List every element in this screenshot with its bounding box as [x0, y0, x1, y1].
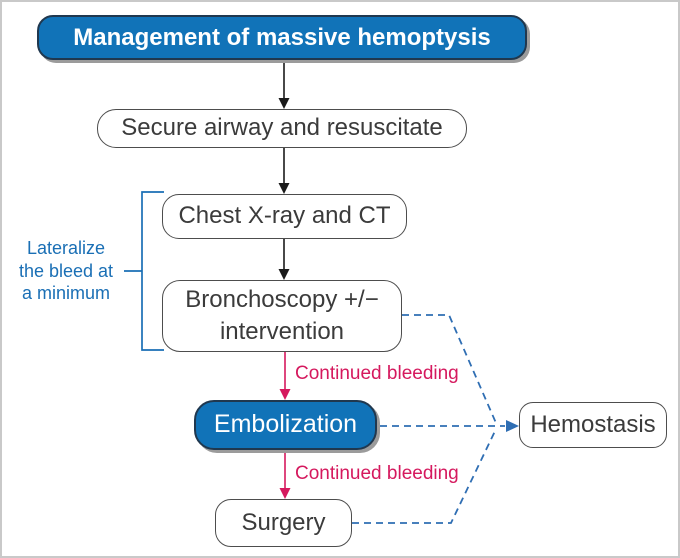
node-secure-airway-label: Secure airway and resuscitate [121, 114, 443, 142]
node-secure-airway: Secure airway and resuscitate [97, 109, 467, 148]
dashed-arrowhead [506, 420, 519, 432]
lateralize-note: Lateralize the bleed at a minimum [18, 238, 114, 303]
arrow-chest-to-bronchoscopy [278, 239, 290, 280]
node-surgery: Surgery [215, 499, 352, 547]
continued-bleeding-label-2: Continued bleeding [295, 463, 459, 484]
dashed-link-surgery-to-hemostasis [352, 428, 497, 524]
arrow-embolization-to-surgery [279, 450, 291, 499]
node-chest-xray-ct-label: Chest X-ray and CT [178, 202, 391, 230]
node-embolization-label: Embolization [213, 410, 358, 439]
arrow-secure-to-chest-xray [278, 148, 290, 194]
title-banner: Management of massive hemoptysis [37, 15, 527, 60]
node-hemostasis: Hemostasis [519, 402, 667, 448]
node-chest-xray-ct: Chest X-ray and CT [162, 194, 407, 239]
dashed-link-bronchoscopy-to-hemostasis [402, 314, 497, 424]
node-hemostasis-label: Hemostasis [530, 410, 656, 438]
node-bronchoscopy: Bronchoscopy +/− intervention [162, 280, 402, 352]
dashed-link-embolization-to-hemostasis [380, 420, 519, 432]
title-text: Management of massive hemoptysis [73, 23, 491, 51]
lateralize-bracket [124, 191, 164, 351]
node-bronchoscopy-label: Bronchoscopy +/− intervention [185, 286, 379, 345]
node-surgery-label: Surgery [241, 508, 326, 536]
continued-bleeding-label-1: Continued bleeding [295, 363, 459, 384]
arrow-title-to-secure-airway [278, 60, 290, 109]
node-embolization: Embolization [194, 400, 377, 450]
arrow-bronchoscopy-to-embolization [279, 352, 291, 400]
